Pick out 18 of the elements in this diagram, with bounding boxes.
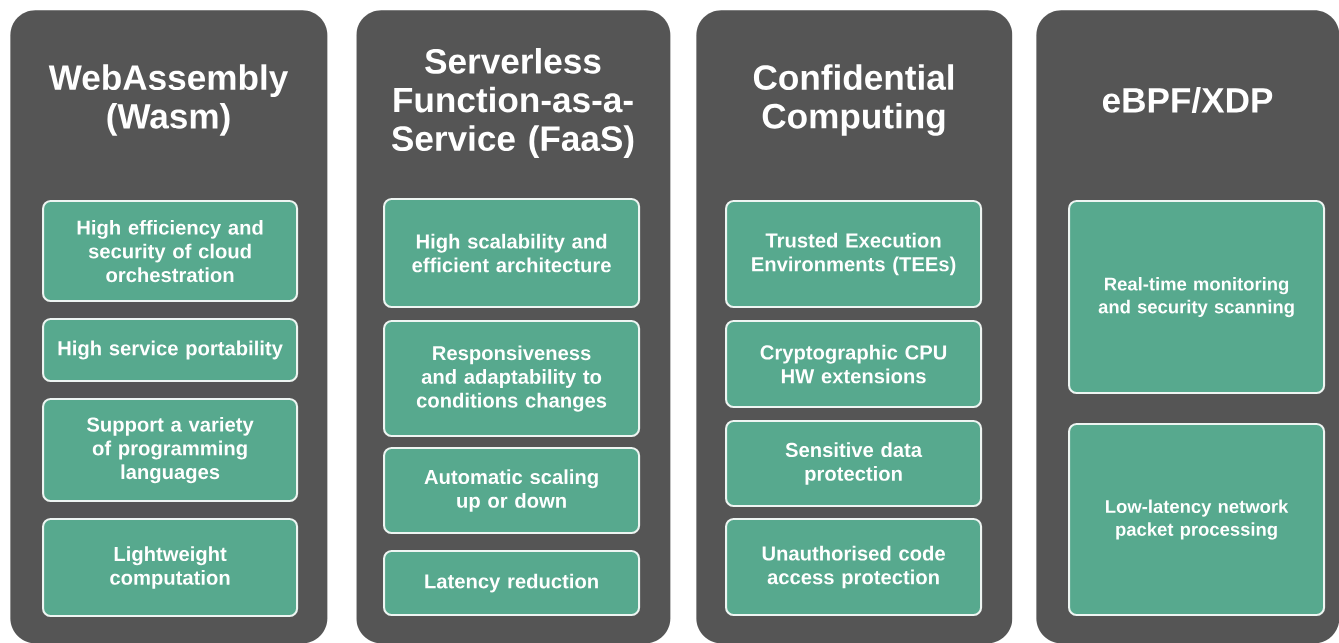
column-heading: eBPF/XDP: [1102, 86, 1273, 114]
feature-box: Trusted Execution Environments (TEEs): [725, 200, 983, 309]
column-heading: WebAssembly (Wasm): [48, 64, 289, 136]
feature-box: Lightweight computation: [42, 518, 299, 618]
feature-box: Automatic scaling up or down: [383, 447, 641, 535]
feature-box: Support a variety of programming languages: [42, 398, 299, 503]
feature-box: Responsiveness and adaptability to conditions changes: [383, 320, 641, 438]
feature-box: High efficiency and security of cloud orchestration: [42, 200, 299, 303]
feature-box: High service portability: [42, 318, 299, 383]
column-heading: Confidential Computing: [753, 64, 954, 136]
feature-box: Sensitive data protection: [725, 420, 983, 508]
feature-box: High scalability and efficient architecture: [383, 198, 641, 309]
feature-box: Latency reduction: [383, 550, 641, 617]
feature-box: Real-time monitoring and security scanning: [1068, 200, 1326, 395]
feature-box: Unauthorised code access protection: [725, 518, 983, 617]
feature-box: Cryptographic CPU HW extensions: [725, 320, 983, 409]
column-heading: Serverless Function-as-a-Service (FaaS): [391, 47, 634, 159]
feature-box: Low-latency network packet processing: [1068, 423, 1326, 617]
